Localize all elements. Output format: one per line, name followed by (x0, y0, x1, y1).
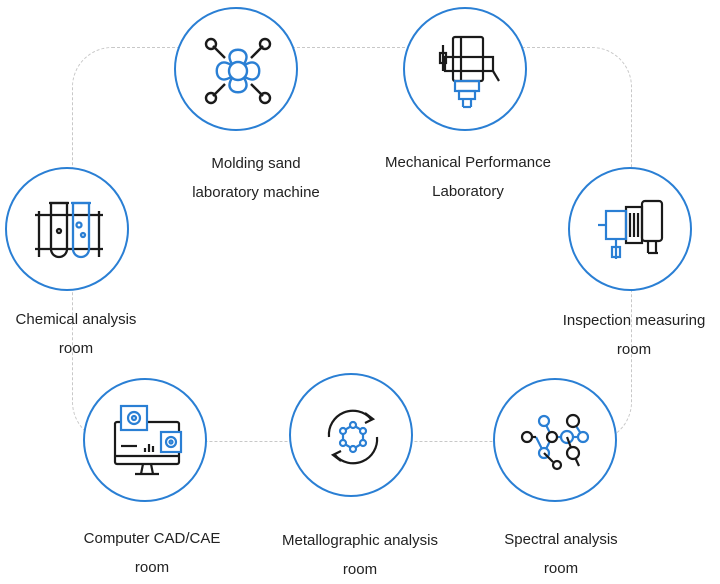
label-line-2: room (58, 340, 94, 357)
label-line-1: Molding sand (211, 155, 301, 172)
label-line-1: Inspection measuring (562, 312, 706, 329)
inspection-measuring-label: Inspection measuring room (519, 306, 720, 364)
label-line-2: Laboratory (432, 183, 504, 200)
chemical-analysis-label: Chemical analysis room (0, 305, 191, 363)
computer-settings-icon (113, 404, 183, 476)
label-line-1: Computer CAD/CAE (83, 530, 221, 547)
cycle-molecule-icon (327, 409, 379, 465)
label-line-2: laboratory machine (192, 184, 320, 201)
mechanical-performance-node (403, 7, 527, 131)
label-line-2: room (543, 560, 579, 577)
mechanical-performance-label: Mechanical Performance Laboratory (353, 148, 583, 206)
metallographic-analysis-label: Metallographic analysis room (245, 526, 475, 584)
chemical-analysis-node (5, 167, 129, 291)
spectral-analysis-label: Spectral analysis room (446, 525, 676, 583)
spectral-analysis-node (493, 378, 617, 502)
inspection-measuring-node (568, 167, 692, 291)
label-line-1: Metallographic analysis (282, 532, 438, 549)
test-tubes-icon (35, 201, 103, 259)
metallographic-analysis-node (289, 373, 413, 497)
label-line-2: room (616, 341, 652, 358)
testing-machine-icon (438, 35, 500, 109)
label-line-1: Chemical analysis (15, 311, 137, 328)
molding-sand-label: Molding sand laboratory machine (141, 149, 371, 207)
molecule-icon (204, 37, 272, 105)
label-line-2: room (134, 559, 170, 576)
measuring-instrument-icon (598, 199, 664, 259)
computer-cad-cae-node (83, 378, 207, 502)
network-icon (520, 413, 590, 471)
molding-sand-node (174, 7, 298, 131)
label-line-1: Spectral analysis (504, 531, 618, 548)
computer-cad-cae-label: Computer CAD/CAE room (37, 524, 267, 582)
label-line-1: Mechanical Performance (385, 154, 551, 171)
label-line-2: room (342, 561, 378, 578)
